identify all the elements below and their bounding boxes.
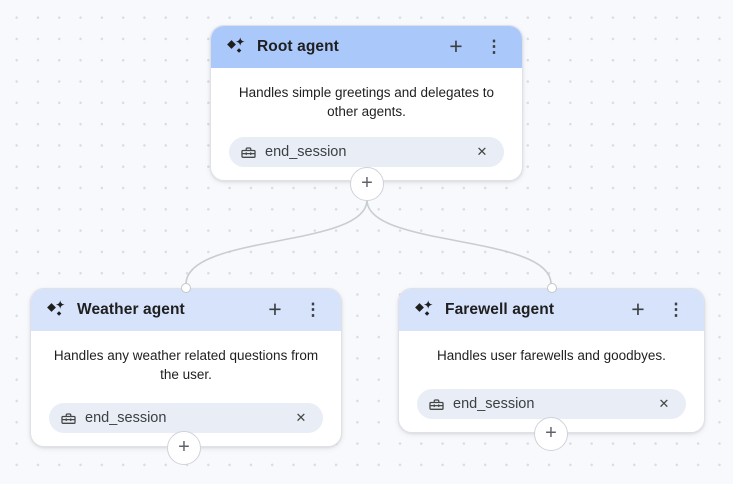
agent-title: Weather agent [77, 301, 185, 318]
remove-tool-button[interactable]: ✕ [654, 394, 674, 414]
tool-chip[interactable]: end_session ✕ [417, 389, 686, 419]
tool-chip[interactable]: end_session ✕ [49, 403, 323, 433]
tool-name: end_session [265, 144, 347, 160]
sparkle-agent-icon [227, 37, 245, 53]
agent-card-farewell[interactable]: Farewell agent + ⋮ Handles user farewell… [398, 283, 705, 433]
kebab-menu-button[interactable]: ⋮ [662, 296, 690, 324]
toolbox-icon [429, 398, 444, 410]
add-button[interactable]: + [442, 33, 470, 61]
toolbox-icon [61, 412, 76, 424]
agent-description: Handles user farewells and goodbyes. [437, 348, 666, 363]
input-connector-dot[interactable] [546, 283, 557, 293]
agent-card-root[interactable]: Root agent + ⋮ Handles simple greetings … [210, 25, 523, 181]
add-child-agent-button[interactable]: + [350, 167, 384, 201]
add-button[interactable]: + [261, 296, 289, 324]
agent-card-header[interactable]: Root agent + ⋮ [211, 26, 522, 68]
toolbox-icon [241, 146, 256, 158]
agent-title: Root agent [257, 38, 339, 55]
sparkle-agent-icon [415, 300, 433, 316]
agent-card-header[interactable]: Weather agent + ⋮ [31, 289, 341, 331]
tool-name: end_session [85, 410, 167, 426]
agent-title: Farewell agent [445, 301, 555, 318]
sparkle-agent-icon [47, 300, 65, 316]
remove-tool-button[interactable]: ✕ [291, 408, 311, 428]
kebab-menu-button[interactable]: ⋮ [480, 33, 508, 61]
kebab-menu-button[interactable]: ⋮ [299, 296, 327, 324]
agent-card-header[interactable]: Farewell agent + ⋮ [399, 289, 704, 331]
agent-description: Handles simple greetings and delegates t… [238, 85, 495, 120]
agent-description: Handles any weather related questions fr… [53, 348, 319, 383]
add-child-agent-button[interactable]: + [534, 417, 568, 451]
tool-name: end_session [453, 396, 535, 412]
add-child-agent-button[interactable]: + [167, 431, 201, 465]
input-connector-dot[interactable] [181, 283, 191, 293]
tool-chip[interactable]: end_session ✕ [229, 137, 504, 167]
remove-tool-button[interactable]: ✕ [472, 142, 492, 162]
agent-card-weather[interactable]: Weather agent + ⋮ Handles any weather re… [30, 283, 342, 447]
add-button[interactable]: + [624, 296, 652, 324]
